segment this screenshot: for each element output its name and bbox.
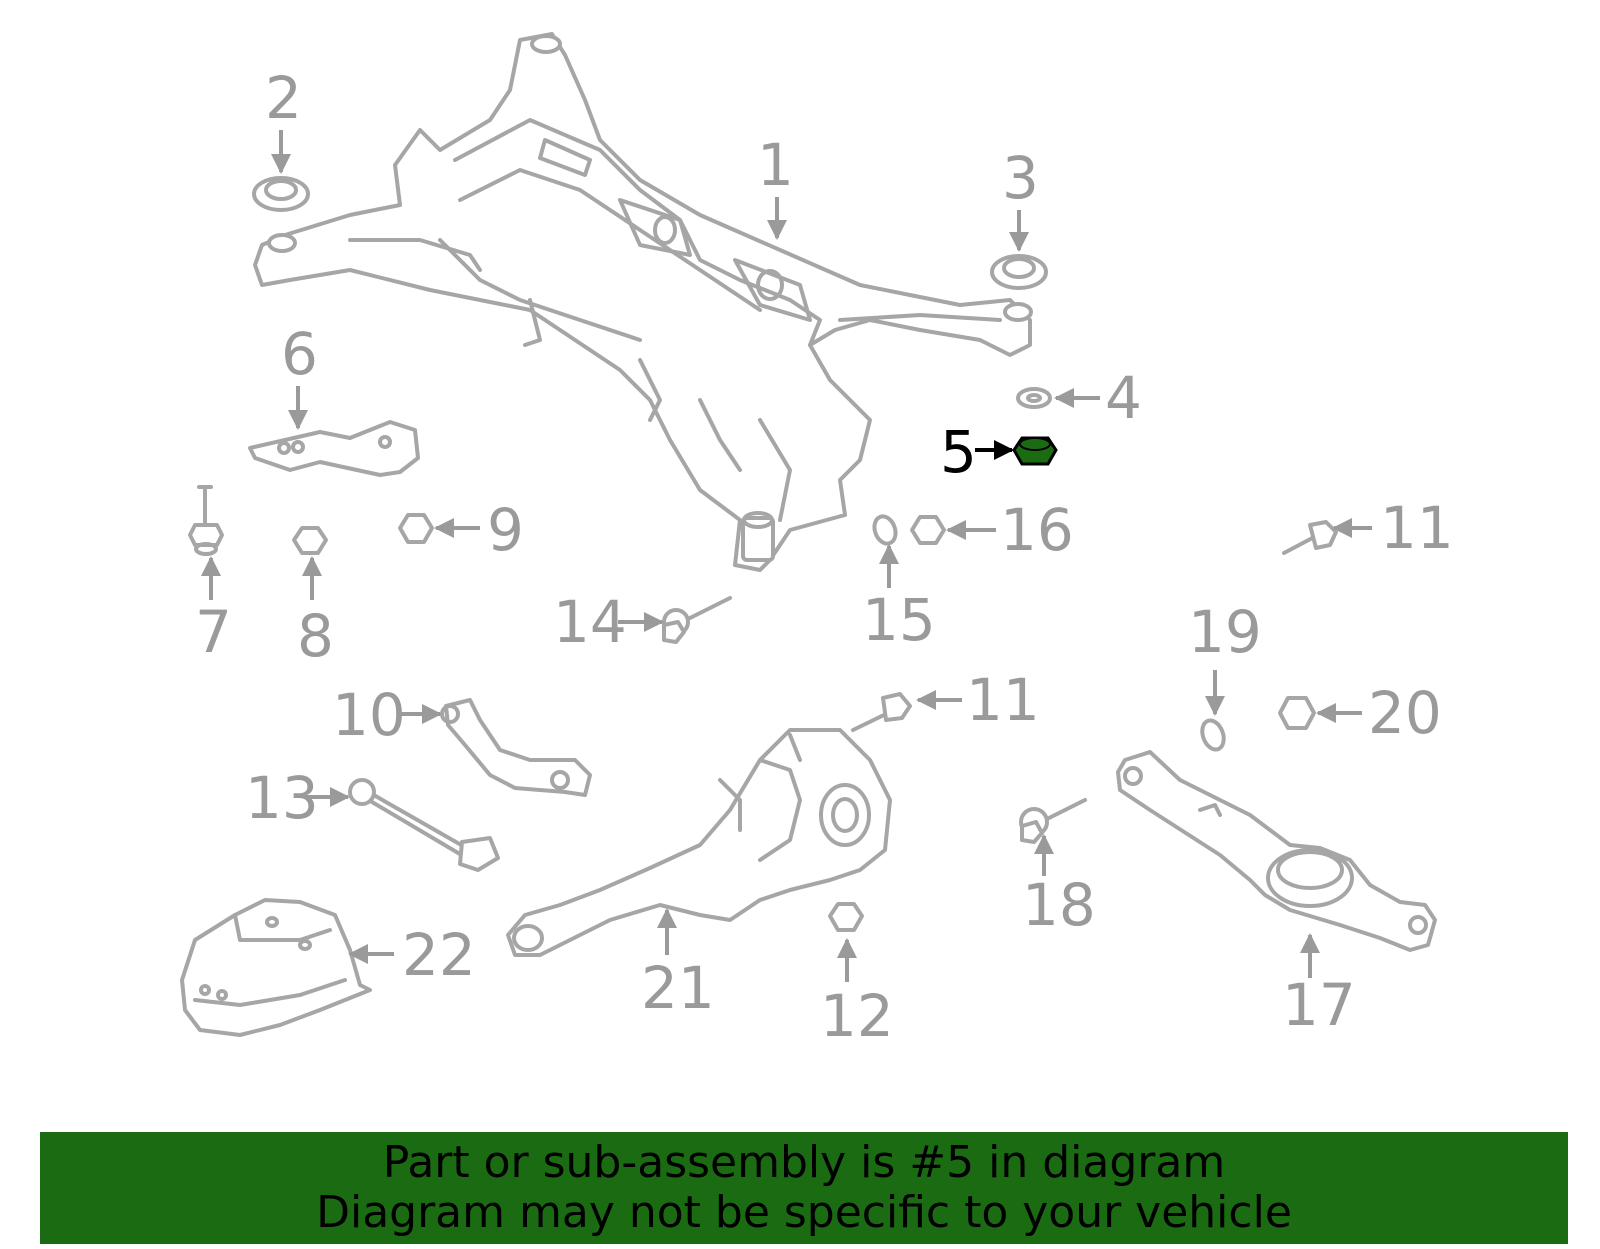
callout-19[interactable]: 19	[1188, 598, 1262, 666]
callout-6[interactable]: 6	[281, 320, 318, 388]
callout-4[interactable]: 4	[1105, 364, 1142, 432]
callout-20[interactable]: 20	[1368, 679, 1442, 747]
part-14-bolt	[662, 596, 732, 644]
part-18-bolt	[1019, 798, 1087, 844]
callout-11-lower[interactable]: 11	[966, 666, 1040, 734]
callout-8[interactable]: 8	[297, 602, 334, 670]
callout-16[interactable]: 16	[1000, 496, 1074, 564]
callout-labels: 1 2 3 4 5 6 7 8 9 10 11 11 12 13 14 15 1…	[195, 64, 1454, 1050]
callout-21[interactable]: 21	[641, 954, 715, 1022]
callout-22[interactable]: 22	[402, 921, 476, 989]
callout-18[interactable]: 18	[1022, 871, 1096, 939]
callout-7[interactable]: 7	[195, 598, 232, 666]
callout-12[interactable]: 12	[820, 982, 894, 1050]
callout-1[interactable]: 1	[757, 131, 794, 199]
callout-9[interactable]: 9	[487, 496, 524, 564]
callout-14[interactable]: 14	[553, 588, 627, 656]
banner-line-1: Part or sub-assembly is #5 in diagram	[382, 1137, 1226, 1188]
callout-3[interactable]: 3	[1002, 144, 1039, 212]
part-22-cover	[180, 898, 372, 1037]
notice-banner: Part or sub-assembly is #5 in diagram Di…	[40, 1132, 1568, 1244]
part-21-knuckle	[506, 728, 892, 957]
callout-15[interactable]: 15	[862, 586, 936, 654]
callout-11-upper[interactable]: 11	[1380, 494, 1454, 562]
part-2-mount	[252, 176, 310, 212]
part-19-washer	[1200, 718, 1226, 752]
part-9-nut	[398, 513, 434, 544]
part-17-lower-arm	[1116, 750, 1437, 952]
part-3-mount	[990, 254, 1048, 290]
part-12-nut	[828, 902, 864, 932]
banner-line-2: Diagram may not be specific to your vehi…	[316, 1187, 1292, 1238]
part-1-subframe	[253, 32, 1033, 572]
callout-10[interactable]: 10	[332, 681, 406, 749]
callout-5[interactable]: 5	[940, 418, 977, 486]
part-6-bracket	[248, 420, 420, 477]
part-7-bolt	[188, 485, 224, 556]
part-13-lateral-link	[348, 778, 500, 872]
part-10-upper-link	[440, 698, 592, 797]
callout-arrows	[201, 130, 1372, 982]
part-20-nut	[1278, 696, 1316, 730]
part-15-washer	[872, 514, 898, 546]
callout-2[interactable]: 2	[265, 64, 302, 132]
part-5-nut-highlighted	[1012, 436, 1058, 466]
part-4-washer	[1016, 387, 1052, 409]
callout-13[interactable]: 13	[245, 764, 319, 832]
parts-diagram: 1 2 3 4 5 6 7 8 9 10 11 11 12 13 14 15 1…	[180, 32, 1454, 1050]
part-11-bolt-upper	[1282, 520, 1338, 555]
part-16-nut	[910, 515, 946, 545]
callout-17[interactable]: 17	[1282, 971, 1356, 1039]
part-8-nut	[292, 526, 328, 555]
part-11-bolt-lower	[851, 692, 912, 732]
